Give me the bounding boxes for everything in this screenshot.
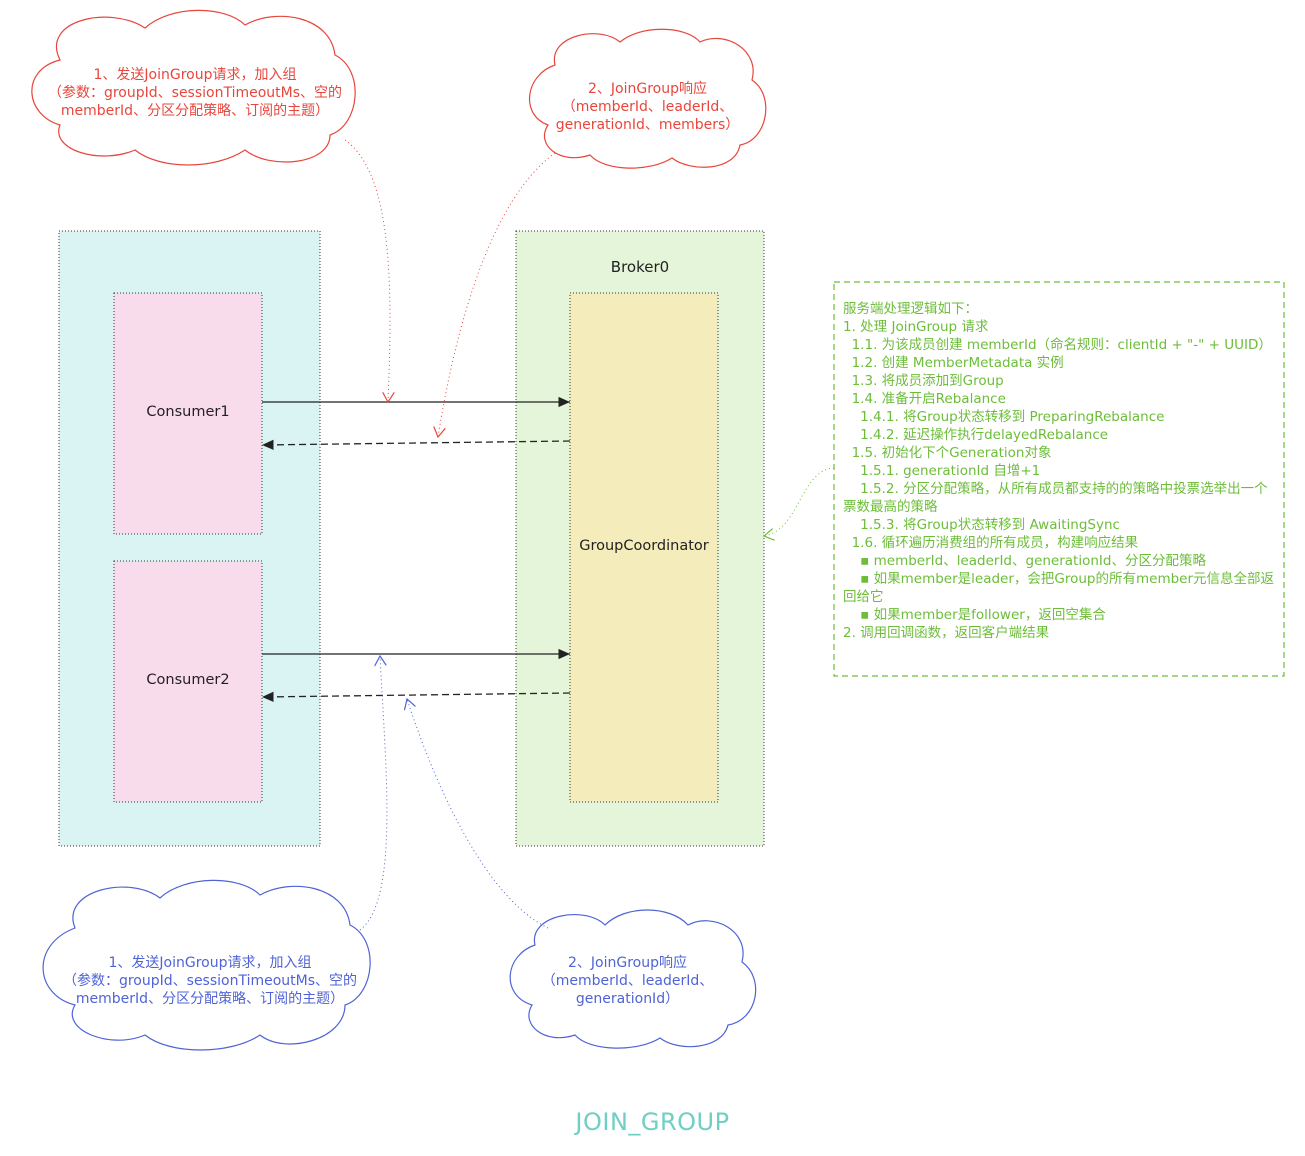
cloud-response-top-text: 2、JoinGroup响应 （memberId、leaderId、 genera… xyxy=(555,81,740,133)
note-line: 1.5. 初始化下个Generation对象 xyxy=(843,445,1052,461)
connector-request-bottom xyxy=(359,656,388,931)
note-line: ▪ memberId、leaderId、generationId、分区分配策略 xyxy=(843,553,1206,569)
diagram-title: JOIN_GROUP xyxy=(575,1108,730,1136)
cloud-request-bottom xyxy=(42,879,371,1051)
note-line: 1.2. 创建 MemberMetadata 实例 xyxy=(843,355,1064,371)
coordinator-box xyxy=(569,292,719,803)
note-line: 1.4.1. 将Group状态转移到 PreparingRebalance xyxy=(843,409,1165,425)
consumer1-box xyxy=(113,292,263,535)
cloud-request-top-text: 1、发送JoinGroup请求，加入组 （参数：groupId、sessionT… xyxy=(47,67,343,119)
note-line: 1.3. 将成员添加到Group xyxy=(843,373,1004,389)
consumer2-label: Consumer2 xyxy=(146,672,230,688)
connector-note xyxy=(764,467,835,536)
response-arrow-1 xyxy=(261,439,571,451)
logic-note-box xyxy=(833,281,1285,677)
connector-request-top xyxy=(344,139,390,402)
note-line: 1.5.3. 将Group状态转移到 AwaitingSync xyxy=(843,517,1120,533)
cloud-request-top xyxy=(31,9,356,166)
broker-label: Broker0 xyxy=(610,258,670,276)
consumer1-label: Consumer1 xyxy=(146,404,230,420)
coordinator-label: GroupCoordinator xyxy=(579,538,709,554)
response-arrow-2 xyxy=(261,691,571,703)
connector-response-top xyxy=(438,152,556,437)
note-line: ▪ 如果member是leader，会把Group的所有member元信息全部返… xyxy=(843,571,1275,605)
note-line: ▪ 如果member是follower，返回空集合 xyxy=(843,607,1106,623)
cloud-response-bottom-text: 2、JoinGroup响应 （memberId、leaderId、 genera… xyxy=(541,955,714,1007)
note-line: 1.4.2. 延迟操作执行delayedRebalance xyxy=(843,427,1109,443)
note-line: 1.5.2. 分区分配策略，从所有成员都支持的的策略中投票选举出一个票数最高的策… xyxy=(843,481,1268,515)
logic-note: 服务端处理逻辑如下： 1. 处理 JoinGroup 请求 1.1. 为该成员创… xyxy=(843,300,1279,642)
note-line: 1.6. 循环遍历消费组的所有成员，构建响应结果 xyxy=(843,535,1139,551)
cloud-response-top xyxy=(528,28,767,169)
consumer2-box xyxy=(113,560,263,803)
note-line: 2. 调用回调函数，返回客户端结果 xyxy=(843,625,1050,641)
note-line: 1. 处理 JoinGroup 请求 xyxy=(843,319,989,335)
note-line: 1.4. 准备开启Rebalance xyxy=(843,391,1006,407)
note-line: 1.5.1. generationId 自增+1 xyxy=(843,463,1041,479)
cloud-request-bottom-text: 1、发送JoinGroup请求，加入组 （参数：groupId、sessionT… xyxy=(62,955,358,1007)
note-line: 1.1. 为该成员创建 memberId（命名规则：clientId + "-"… xyxy=(843,337,1272,353)
cloud-response-bottom xyxy=(509,909,757,1049)
note-line: 服务端处理逻辑如下： xyxy=(843,301,978,317)
